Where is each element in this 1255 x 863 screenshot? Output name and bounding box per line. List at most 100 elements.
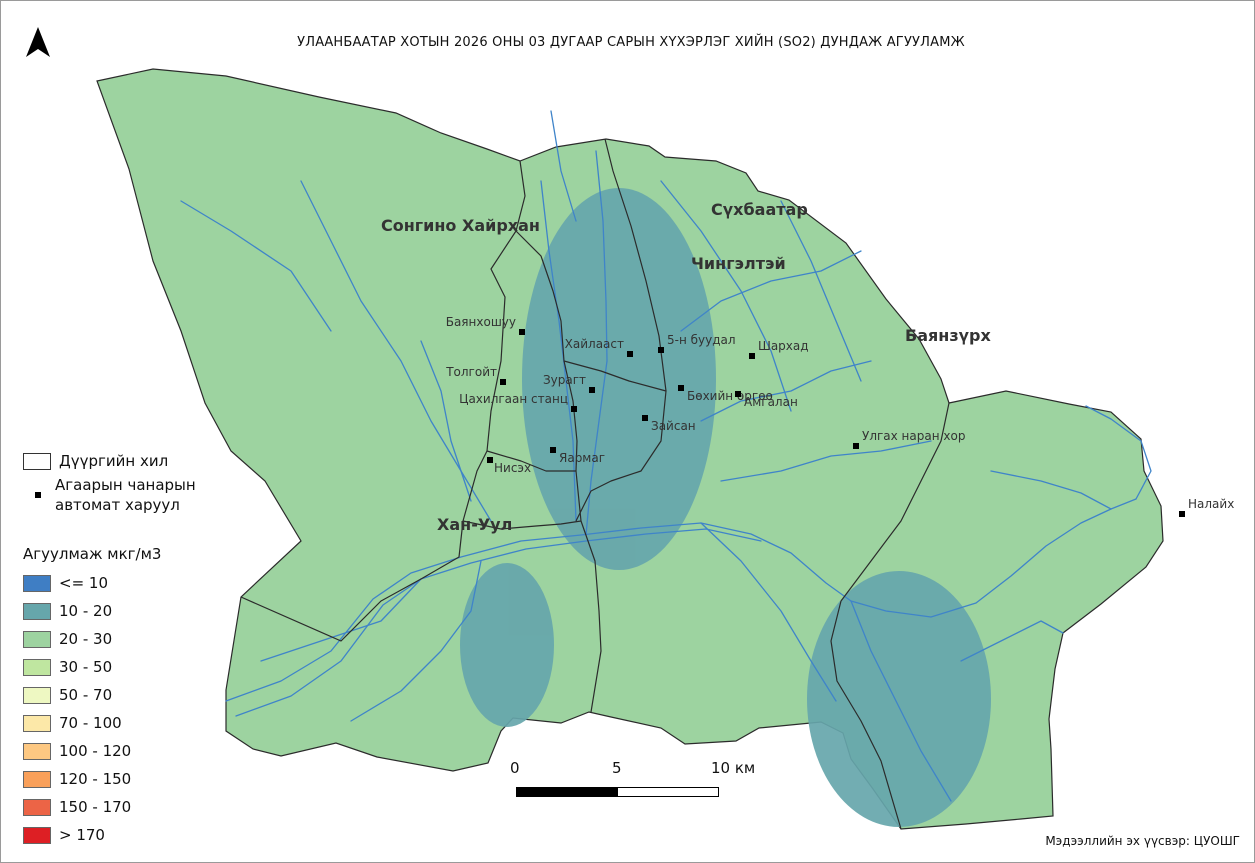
legend-class-swatch (23, 714, 51, 732)
legend-class-row: 10 - 20 (23, 597, 196, 625)
legend-class-row: 20 - 30 (23, 625, 196, 653)
scale-label-zero: 0 (510, 759, 520, 777)
station-dot-icon (1179, 511, 1185, 517)
station-label: Баянхошуу (446, 315, 516, 329)
station-label: Толгойт (445, 365, 497, 379)
station-label: Зайсан (651, 419, 696, 433)
district-label: Чингэлтэй (691, 254, 786, 273)
legend-class-row: <= 10 (23, 569, 196, 597)
legend-class-label: 20 - 30 (59, 630, 113, 648)
station-marker[interactable]: Амгалан (735, 391, 798, 409)
district-label: Сонгино Хайрхан (381, 216, 540, 235)
legend-boundary-label: Дүүргийн хил (59, 452, 169, 470)
concentration-zones (460, 188, 991, 827)
station-marker[interactable]: Хайлааст (565, 337, 633, 357)
legend-class-label: 10 - 20 (59, 602, 113, 620)
legend-class-swatch (23, 686, 51, 704)
zone-nalaikh (807, 571, 991, 827)
station-marker[interactable]: Цахилгаан станц (459, 392, 577, 412)
station-marker[interactable]: Толгойт (445, 365, 506, 385)
station-dot-icon (589, 387, 595, 393)
legend-class-label: 30 - 50 (59, 658, 113, 676)
district-label: Хан-Уул (437, 515, 512, 534)
district-label: Баянзүрх (905, 326, 992, 345)
station-label: Хайлааст (565, 337, 624, 351)
station-dot-icon (550, 447, 556, 453)
scale-segment-black (516, 787, 618, 797)
legend-class-row: > 170 (23, 821, 196, 849)
station-marker[interactable]: 5-н буудал (658, 333, 736, 353)
station-dot-icon (749, 353, 755, 359)
station-label: Цахилгаан станц (459, 392, 568, 406)
station-label: Яармаг (559, 451, 605, 465)
zone-khan-uul (460, 563, 554, 727)
legend-station-row: Агаарын чанарын автомат харуул (23, 473, 196, 517)
station-marker[interactable]: Налайх (1179, 497, 1234, 517)
district-labels: Сонгино Хайрхан СүхбаатарЧингэлтэйБаянзүр… (381, 200, 992, 534)
legend-class-label: 120 - 150 (59, 770, 132, 788)
station-label: Бөхийн өргөө (687, 389, 773, 403)
scale-segment-white (617, 787, 719, 797)
map-title: УЛААНБААТАР ХОТЫН 2026 ОНЫ 03 ДУГААР САР… (297, 35, 965, 50)
station-dot-icon (678, 385, 684, 391)
scale-label-end: 10 км (711, 759, 756, 777)
legend-boundary-row: Дүүргийн хил (23, 449, 196, 473)
station-dot-icon (500, 379, 506, 385)
legend-class-swatch (23, 770, 51, 788)
station-label: 5-н буудал (667, 333, 736, 347)
legend-class-label: <= 10 (59, 574, 108, 592)
zone-central-north (522, 188, 716, 570)
legend-station-dot-icon (35, 492, 41, 498)
station-marker[interactable]: Улгах наран хор (853, 429, 965, 449)
north-arrow-icon (26, 27, 50, 57)
station-label: Амгалан (744, 395, 798, 409)
legend-class-row: 30 - 50 (23, 653, 196, 681)
legend-class-swatch (23, 798, 51, 816)
legend-classes: <= 10 10 - 20 20 - 30 30 - 50 50 - 70 70 - 10… (23, 569, 196, 849)
legend-station-label-1: Агаарын чанарын (55, 476, 196, 494)
station-marker[interactable]: Бөхийн өргөө (678, 385, 773, 403)
legend-class-swatch (23, 630, 51, 648)
station-marker[interactable]: Зурагт (543, 373, 595, 393)
legend-class-swatch (23, 658, 51, 676)
station-dot-icon (627, 351, 633, 357)
station-marker[interactable]: Баянхошуу (446, 315, 525, 335)
legend-class-label: > 170 (59, 826, 105, 844)
legend-class-row: 100 - 120 (23, 737, 196, 765)
legend-class-row: 150 - 170 (23, 793, 196, 821)
station-marker[interactable]: Нисэх (487, 457, 531, 475)
legend-concentration-title: Агуулмаж мкг/м3 (23, 545, 162, 563)
legend-class-label: 50 - 70 (59, 686, 113, 704)
station-label: Налайх (1188, 497, 1234, 511)
legend-class-label: 70 - 100 (59, 714, 122, 732)
station-dot-icon (519, 329, 525, 335)
scale-label-mid: 5 (612, 759, 622, 777)
legend-station-label-2: автомат харуул (55, 496, 180, 514)
legend-boundary-swatch (23, 452, 51, 470)
station-label: Зурагт (543, 373, 586, 387)
legend-class-swatch (23, 574, 51, 592)
station-dot-icon (853, 443, 859, 449)
legend-class-swatch (23, 826, 51, 844)
station-label: Шархад (758, 339, 809, 353)
legend-class-label: 150 - 170 (59, 798, 132, 816)
district-label: Сүхбаатар (711, 200, 808, 219)
station-marker[interactable]: Яармаг (550, 447, 605, 465)
legend-class-row: 70 - 100 (23, 709, 196, 737)
district-boundaries (240, 138, 950, 830)
station-dot-icon (658, 347, 664, 353)
station-dot-icon (487, 457, 493, 463)
station-marker[interactable]: Зайсан (642, 415, 696, 433)
legend-class-label: 100 - 120 (59, 742, 132, 760)
legend-class-swatch (23, 742, 51, 760)
map-legend: Дүүргийн хил Агаарын чанарын автомат хар… (23, 449, 196, 849)
station-dot-icon (642, 415, 648, 421)
station-dot-icon (571, 406, 577, 412)
station-dot-icon (735, 391, 741, 397)
station-marker[interactable]: Шархад (749, 339, 809, 359)
station-label: Нисэх (494, 461, 531, 475)
legend-class-row: 120 - 150 (23, 765, 196, 793)
legend-class-swatch (23, 602, 51, 620)
